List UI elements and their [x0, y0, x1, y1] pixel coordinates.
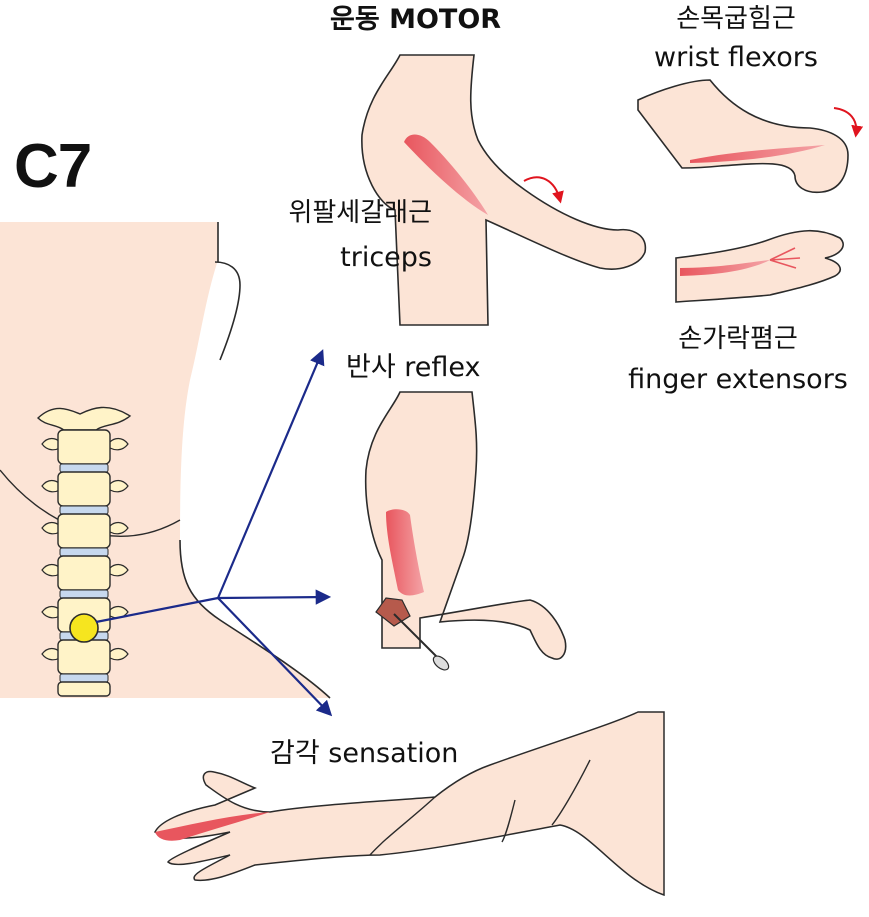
reflex-title: 반사 reflex — [346, 352, 481, 383]
vertebra — [57, 681, 111, 697]
finger-extensors-label-en: finger extensors — [628, 364, 848, 395]
wrist-flexors-label-ko: 손목굽힘근 — [676, 4, 796, 34]
vertebra — [57, 555, 111, 591]
motor-title: 운동 MOTOR — [330, 4, 502, 35]
vertebra — [57, 471, 111, 507]
neck-back-line — [179, 539, 331, 699]
reflex-figure — [364, 391, 567, 660]
c7-dermatome — [155, 812, 270, 841]
triceps-muscle — [404, 134, 488, 215]
vertebra — [57, 429, 111, 465]
finger-extensors-figure — [675, 229, 844, 303]
vertebra — [57, 639, 111, 675]
rotation-arrow-icon — [833, 107, 864, 138]
rotation-arrow-icon — [523, 176, 564, 204]
wrist-flexors-label-en: wrist flexors — [654, 42, 818, 73]
finger-extensors-label-ko: 손가락폄근 — [678, 324, 798, 354]
intervertebral-disc — [59, 463, 109, 473]
neck-figure — [0, 222, 331, 699]
intervertebral-disc — [59, 505, 109, 515]
vertebra — [57, 513, 111, 549]
sensation-title: 감각 sensation — [270, 738, 459, 769]
intervertebral-disc — [59, 589, 109, 599]
spinal-level-label: C7 — [14, 132, 92, 201]
finger-extensors-muscle — [680, 260, 770, 276]
intervertebral-disc — [59, 673, 109, 683]
wrist-flexors-figure — [637, 79, 864, 194]
intervertebral-disc — [59, 547, 109, 557]
triceps-label-ko: 위팔세갈래근 — [288, 198, 432, 228]
wrist-flexors-muscle — [690, 145, 825, 163]
reflex-hammer-icon — [375, 597, 450, 671]
triceps-reflex-muscle — [386, 509, 424, 596]
vertebra — [36, 406, 132, 431]
triceps-label-en: triceps — [340, 242, 432, 273]
c7-marker — [69, 613, 99, 643]
sensation-arm-figure — [154, 711, 665, 897]
triceps-figure — [361, 54, 647, 326]
pathway-arrows — [95, 349, 333, 717]
ear-outline — [214, 261, 241, 361]
